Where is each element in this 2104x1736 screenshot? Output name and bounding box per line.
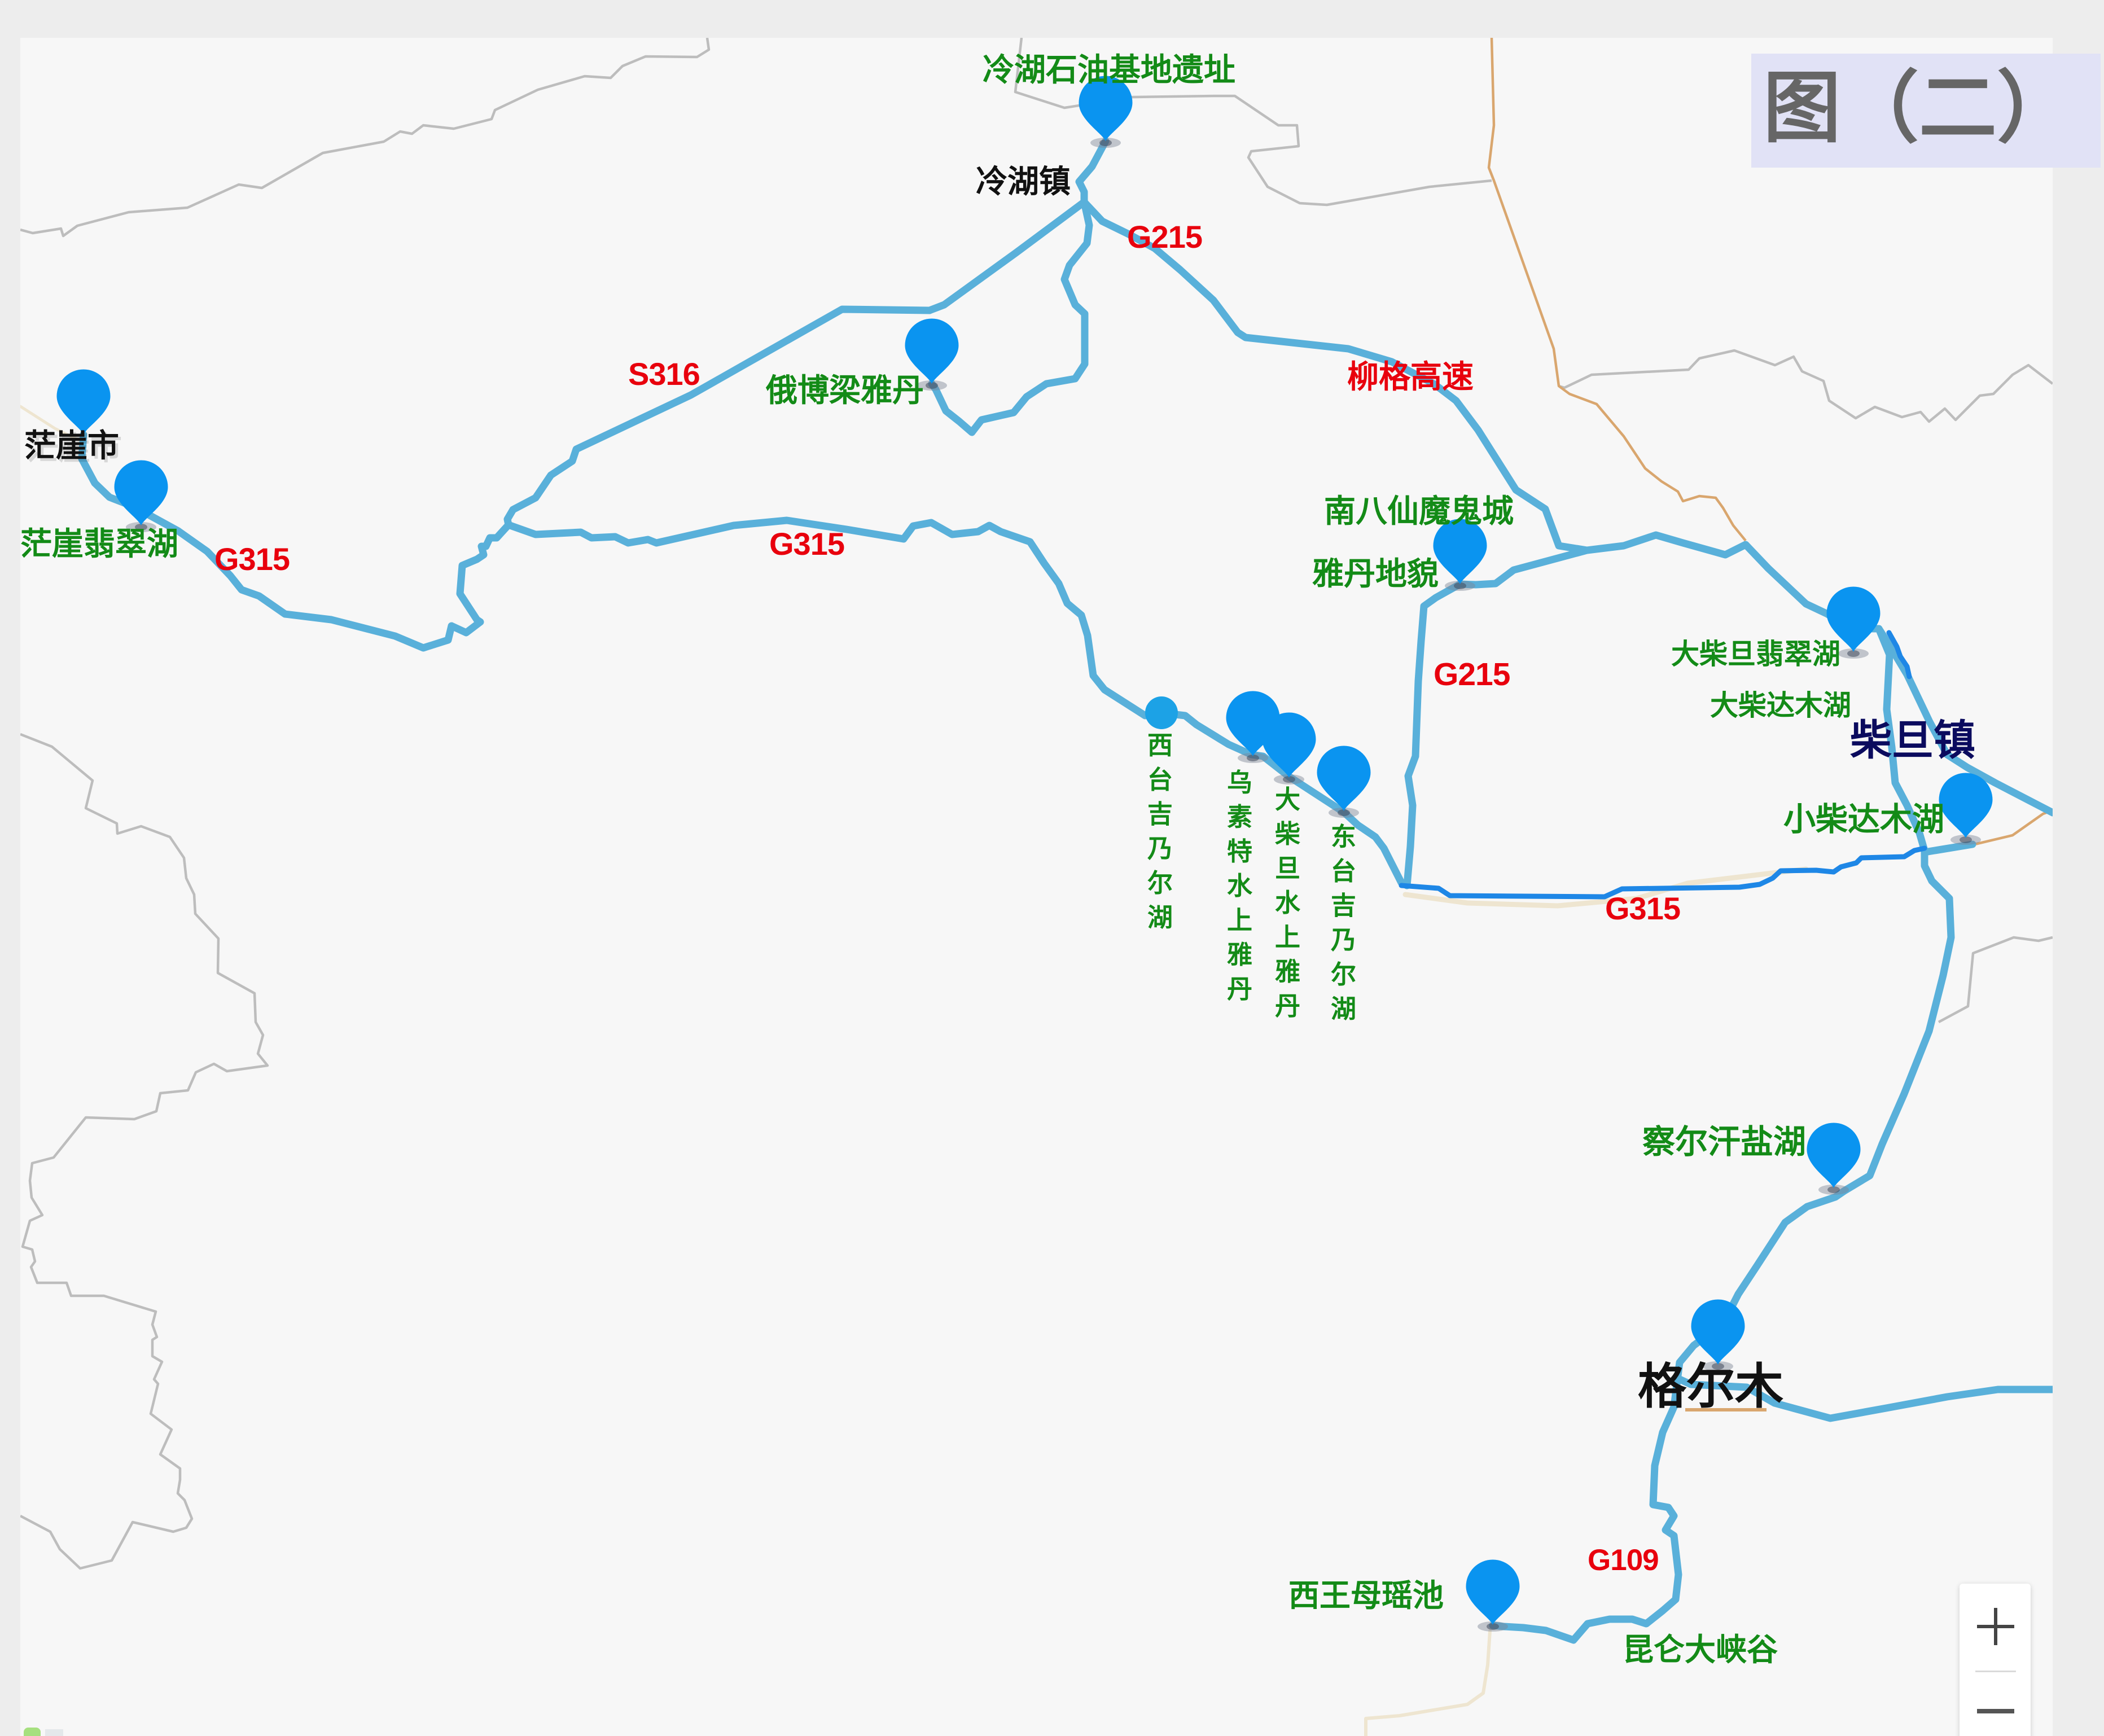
marker-west-taijinar-lake[interactable] — [1145, 696, 1178, 729]
road-g215-south — [1403, 580, 1464, 889]
marker-xiwangmu-yaochi[interactable] — [1466, 1559, 1520, 1632]
label-golmud: 格尔木 — [1638, 1358, 1783, 1415]
zoom-in-button[interactable] — [1960, 1584, 2031, 1671]
marker-mangya-emerald-lake[interactable] — [114, 460, 168, 533]
road-label-g215-south: G215 — [1434, 656, 1510, 692]
province-boundary-chaidan — [1974, 809, 2053, 846]
road-label-g109: G109 — [1588, 1544, 1659, 1577]
marker-golmud[interactable] — [1691, 1299, 1745, 1372]
road-s316 — [503, 198, 1088, 529]
road-ebo-liang-loop — [928, 198, 1093, 436]
minus-icon — [1977, 1709, 2014, 1713]
map-dot-icon — [1145, 696, 1178, 729]
minor-road-kunlun — [1364, 1629, 1492, 1736]
marker-ebo-liang-yardang[interactable] — [905, 318, 959, 391]
road-g215-liuge-expressway — [1080, 198, 1591, 554]
label-west-taijinar-lake: 西台吉乃尔湖 — [1147, 730, 1173, 932]
label-nanbaxian-ghost-city: 南八仙魔鬼城 — [1324, 493, 1514, 530]
figure-title: 图（二） — [1763, 63, 2075, 154]
zoom-control — [1960, 1584, 2031, 1736]
marker-xiao-qaidam-lake[interactable] — [1939, 773, 1993, 845]
boundary-line-southwest — [20, 733, 269, 1570]
label-lenghu-town: 冷湖镇 — [976, 164, 1071, 200]
label-da-qaidam-lake: 大柴达木湖 — [1710, 689, 1851, 722]
map-logo-badge — [45, 1729, 63, 1736]
map-pin-icon — [1691, 1299, 1745, 1365]
minor-road-mangya — [20, 405, 81, 442]
road-g315-highlight — [1399, 845, 1927, 900]
label-qarhan-salt-lake: 察尔汗盐湖 — [1642, 1123, 1807, 1161]
road-yardang-to-dachaidan — [1456, 531, 2053, 817]
road-dachaidan-highlight — [1886, 630, 1912, 680]
province-boundary-north — [1487, 38, 1747, 542]
boundary-line-east — [1938, 936, 2053, 1023]
road-label-liuge-expressway: 柳格高速 — [1347, 359, 1474, 396]
figure-badge: 图（二） — [1751, 54, 2101, 168]
map-pin-icon — [1262, 712, 1316, 778]
road-label-s316: S316 — [628, 356, 700, 392]
map-pin-icon — [114, 460, 168, 525]
marker-dachaidan-water-yardang[interactable] — [1262, 712, 1316, 785]
zoom-out-button[interactable] — [1960, 1672, 2031, 1736]
map-pin-icon — [56, 369, 111, 435]
label-mangya-emerald-lake: 茫崖翡翠湖 — [20, 526, 178, 563]
map-pin-icon — [1466, 1559, 1520, 1625]
road-label-g315-east: G315 — [1605, 891, 1681, 926]
plus-icon — [1977, 1608, 2014, 1645]
label-mangya-city: 茫崖市 — [24, 428, 119, 464]
label-yardang-landform: 雅丹地貌 — [1312, 556, 1439, 593]
road-label-g315-west: G315 — [214, 541, 290, 577]
label-xiwangmu-yaochi: 西王母瑶池 — [1288, 1577, 1444, 1614]
marker-mangya-city[interactable] — [56, 369, 111, 435]
road-label-g315-central: G315 — [769, 526, 845, 562]
zoom-divider — [1975, 1671, 2016, 1672]
label-wusute-water-yardang: 乌素特水上雅丹 — [1227, 768, 1253, 1004]
label-dachaidan-water-yardang: 大柴旦水上雅丹 — [1275, 784, 1301, 1021]
road-xiao-qaidam-link — [1921, 840, 1976, 856]
road-g315 — [78, 431, 1411, 889]
map-pin-icon — [1939, 773, 1993, 838]
label-chaidan-town: 柴旦镇 — [1850, 716, 1975, 765]
map-logo-icon — [24, 1728, 41, 1736]
label-dachaidan-emerald-lake: 大柴旦翡翠湖 — [1671, 638, 1840, 670]
label-east-taijinar-lake: 东台吉乃尔湖 — [1331, 822, 1357, 1024]
label-kunlun-canyon: 昆仑大峡谷 — [1623, 1632, 1778, 1668]
boundary-line-northeast — [1558, 349, 2053, 423]
marker-lenghu-oil-base[interactable] — [1079, 76, 1133, 148]
marker-east-taijinar-lake[interactable] — [1317, 746, 1371, 818]
marker-nanbaxian-yardang[interactable] — [1433, 519, 1487, 591]
label-lenghu-oil-base: 冷湖石油基地遗址 — [983, 52, 1235, 89]
map-pin-icon — [1807, 1123, 1861, 1188]
label-xiao-qaidam-lake: 小柴达木湖 — [1783, 801, 1944, 838]
road-lenghu-spur — [1075, 137, 1110, 206]
marker-dachaidan-emerald-lake[interactable] — [1826, 586, 1881, 659]
boundary-line-northwest — [20, 38, 711, 238]
label-ebo-liang-yardang: 俄博梁雅丹 — [766, 372, 924, 409]
marker-qarhan-salt-lake[interactable] — [1807, 1123, 1861, 1195]
minor-road-g315-parallel — [1402, 866, 1809, 909]
road-golmud-east — [1673, 1374, 2053, 1422]
marker-wusute-water-yardang[interactable] — [1226, 691, 1280, 764]
road-label-g215-north: G215 — [1127, 219, 1203, 255]
